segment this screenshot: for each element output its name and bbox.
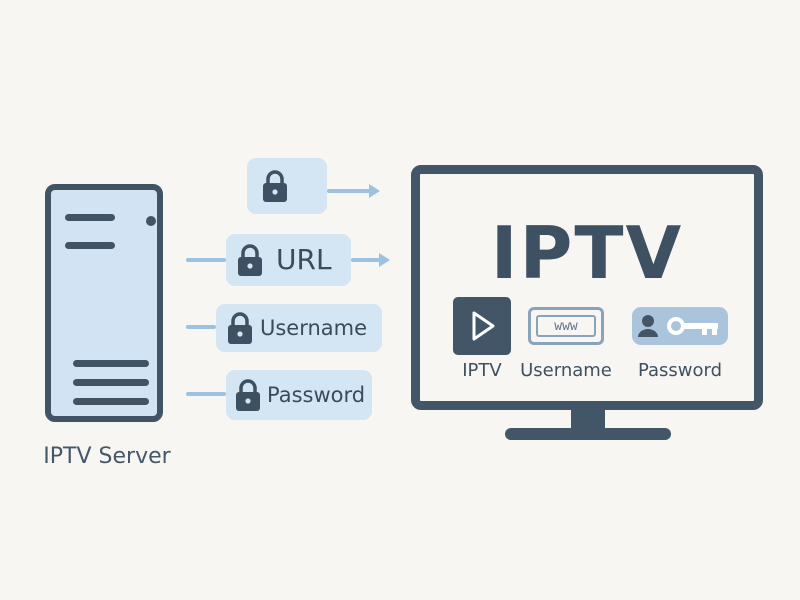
credential-pill-username: Username bbox=[216, 304, 382, 352]
connector-line bbox=[186, 325, 216, 329]
server-slot bbox=[65, 242, 115, 249]
www-icon: www bbox=[528, 307, 604, 345]
padlock-icon bbox=[236, 379, 260, 411]
server-tower-icon bbox=[45, 184, 163, 422]
credential-label: URL bbox=[276, 243, 332, 276]
connector-line bbox=[327, 189, 371, 193]
padlock-icon bbox=[238, 244, 262, 276]
user-key-icon bbox=[632, 307, 728, 345]
server-label: IPTV Server bbox=[43, 444, 171, 469]
tv-monitor bbox=[411, 165, 763, 410]
play-icon bbox=[453, 297, 511, 355]
arrow-right-icon bbox=[379, 253, 390, 267]
monitor-item-label: IPTV bbox=[462, 360, 502, 381]
connector-line bbox=[186, 258, 226, 262]
monitor-item-label: Username bbox=[520, 360, 612, 381]
connector-line bbox=[351, 258, 381, 262]
arrow-right-icon bbox=[369, 184, 380, 198]
monitor-stand-neck bbox=[571, 409, 605, 431]
monitor-stand-base bbox=[505, 428, 671, 440]
monitor-title: IPTV bbox=[490, 211, 684, 295]
credential-label: Password bbox=[267, 383, 366, 407]
www-text: www bbox=[554, 319, 578, 334]
monitor-item-label: Password bbox=[637, 360, 723, 381]
server-vent bbox=[73, 398, 149, 405]
credential-pill-password: Password bbox=[226, 370, 372, 420]
credential-pill-url: URL bbox=[226, 234, 351, 286]
server-slot bbox=[65, 214, 115, 221]
server-power-light bbox=[146, 216, 156, 226]
server-vent bbox=[73, 360, 149, 367]
www-inner-box: www bbox=[536, 315, 596, 337]
credential-pill-locked bbox=[247, 158, 327, 214]
server-vent bbox=[73, 379, 149, 386]
padlock-icon bbox=[263, 170, 287, 202]
credential-label: Username bbox=[260, 316, 368, 340]
connector-line bbox=[186, 392, 226, 396]
padlock-icon bbox=[228, 312, 252, 344]
